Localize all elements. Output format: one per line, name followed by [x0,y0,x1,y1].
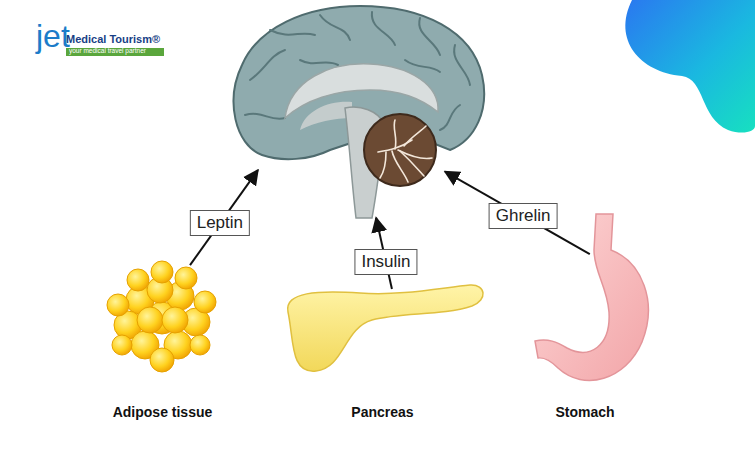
hormone-arrow [445,172,590,255]
fat-cell [190,335,210,355]
fat-cell [112,335,132,355]
fat-cell [151,261,173,283]
hormone-label: Ghrelin [489,203,558,229]
brain-region [228,0,486,220]
organ-caption: Stomach [555,404,614,420]
fat-cell [150,348,174,372]
hormone-label: Insulin [354,249,417,275]
fat-cell [137,307,163,333]
brain-illustration [234,6,485,218]
organ-pancreas: Pancreas [280,285,485,420]
logo-bar [66,48,164,56]
organ-caption: Adipose tissue [113,404,213,420]
fat-cell [175,267,197,289]
corner-blob [625,0,755,133]
organ-stomach: Stomach [525,210,645,420]
hormone-arrow [190,170,258,265]
logo-tagline: your medical travel partner [69,48,146,55]
logo-subtitle: Medical Tourism® [66,34,160,45]
adipose-illustration [107,261,216,372]
fat-cell [162,307,188,333]
logo-word: jet [36,20,70,52]
pancreas-illustration [288,285,483,371]
organ-adipose: Adipose tissue [100,262,225,420]
fat-cell [107,294,129,316]
stomach-illustration [535,214,648,380]
fat-cell [194,291,216,313]
fat-cell [127,269,149,291]
organ-caption: Pancreas [351,404,413,420]
hormone-label: Leptin [190,210,250,236]
